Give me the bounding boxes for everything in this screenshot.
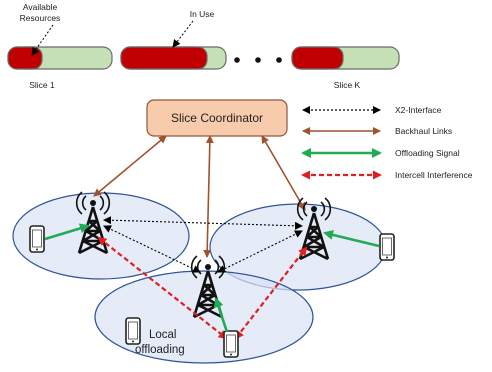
slice-k-label: Slice K xyxy=(334,80,361,90)
legend-x2-label: X2-Interface xyxy=(395,105,442,115)
legend-offloading-label: Offloading Signal xyxy=(395,148,460,158)
slice-coordinator-label: Slice Coordinator xyxy=(171,111,263,125)
in-use-label: In Use xyxy=(190,9,215,19)
slice-bars xyxy=(7,46,400,70)
legend-interference-label: Intercell Interference xyxy=(395,170,473,180)
backhaul-link-left xyxy=(93,135,167,197)
interference-left-to-phone xyxy=(97,236,228,340)
x2-link-left-right xyxy=(103,216,303,230)
cells xyxy=(12,192,387,364)
in-use-pointer xyxy=(172,20,194,48)
slice-bar-1 xyxy=(7,46,113,70)
slice-bar-2 xyxy=(120,46,227,70)
user-device-left-icon xyxy=(29,225,45,253)
offload-right xyxy=(323,230,380,248)
slice-coordinator-box xyxy=(146,99,288,137)
slice-bar-k xyxy=(291,46,400,70)
intercell-interference xyxy=(97,236,308,340)
backhaul-link-center xyxy=(203,135,214,258)
backhaul-link-right xyxy=(261,135,306,211)
offloading-signals xyxy=(44,223,380,333)
offload-center xyxy=(213,297,229,333)
available-resources-label-line2: Resources xyxy=(20,13,61,23)
local-device-icon xyxy=(125,317,141,345)
local-offloading-label-line1: Local xyxy=(149,329,177,341)
local-offloading-label-line2: offloading xyxy=(135,344,185,356)
ellipsis-dots xyxy=(234,57,282,63)
offload-left xyxy=(44,223,90,241)
interference-phone-to-right xyxy=(234,246,308,340)
user-device-right-icon xyxy=(379,233,395,261)
legend-backhaul-label: Backhaul Links xyxy=(395,126,452,136)
available-resources-label-line1: Available xyxy=(23,2,58,12)
slice-1-label: Slice 1 xyxy=(29,80,55,90)
legend: X2-Interface Backhaul Links Offloading S… xyxy=(301,105,473,180)
user-device-bottom-icon xyxy=(223,330,239,358)
x2-link-right-center xyxy=(217,230,303,273)
